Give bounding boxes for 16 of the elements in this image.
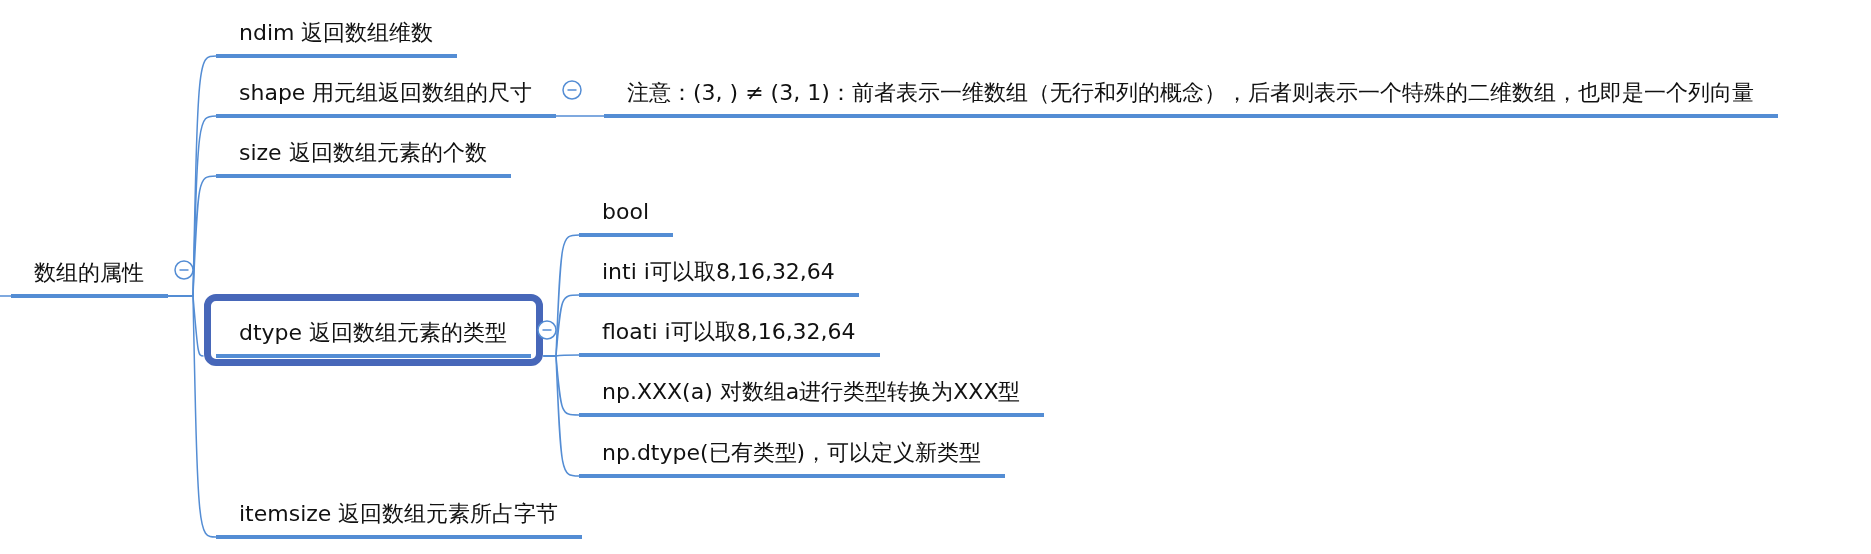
- subtopic: size 返回数组元素的个数: [216, 132, 511, 178]
- subtopic: ndim 返回数组维数: [216, 12, 458, 58]
- subtopic: bool: [579, 191, 673, 237]
- subtopic: np.XXX(a) 对数组a进行类型转换为XXX型: [579, 371, 1045, 417]
- connector-line: [555, 115, 605, 117]
- subtopic: itemsize 返回数组元素所占字节: [216, 493, 583, 539]
- subtopic: shape 用元组返回数组的尺寸: [216, 72, 557, 118]
- connector-line: [167, 295, 217, 538]
- connector-line: [542, 355, 580, 477]
- main-topic: 数组的属性: [11, 252, 168, 298]
- subtopic: 注意：(3, ) ≠ (3, 1)：前者表示一维数组（无行和列的概念），后者则表示一个特殊的二维数组，也即是一个列向量: [604, 72, 1778, 118]
- subtopic: floati i可以取8,16,32,64: [579, 311, 880, 357]
- subtopic: inti i可以取8,16,32,64: [579, 251, 859, 297]
- selected-topic: dtype 返回数组元素的类型: [203, 294, 543, 366]
- subtopic: np.dtype(已有类型)，可以定义新类型: [579, 432, 1006, 478]
- connector-line: [0, 295, 12, 297]
